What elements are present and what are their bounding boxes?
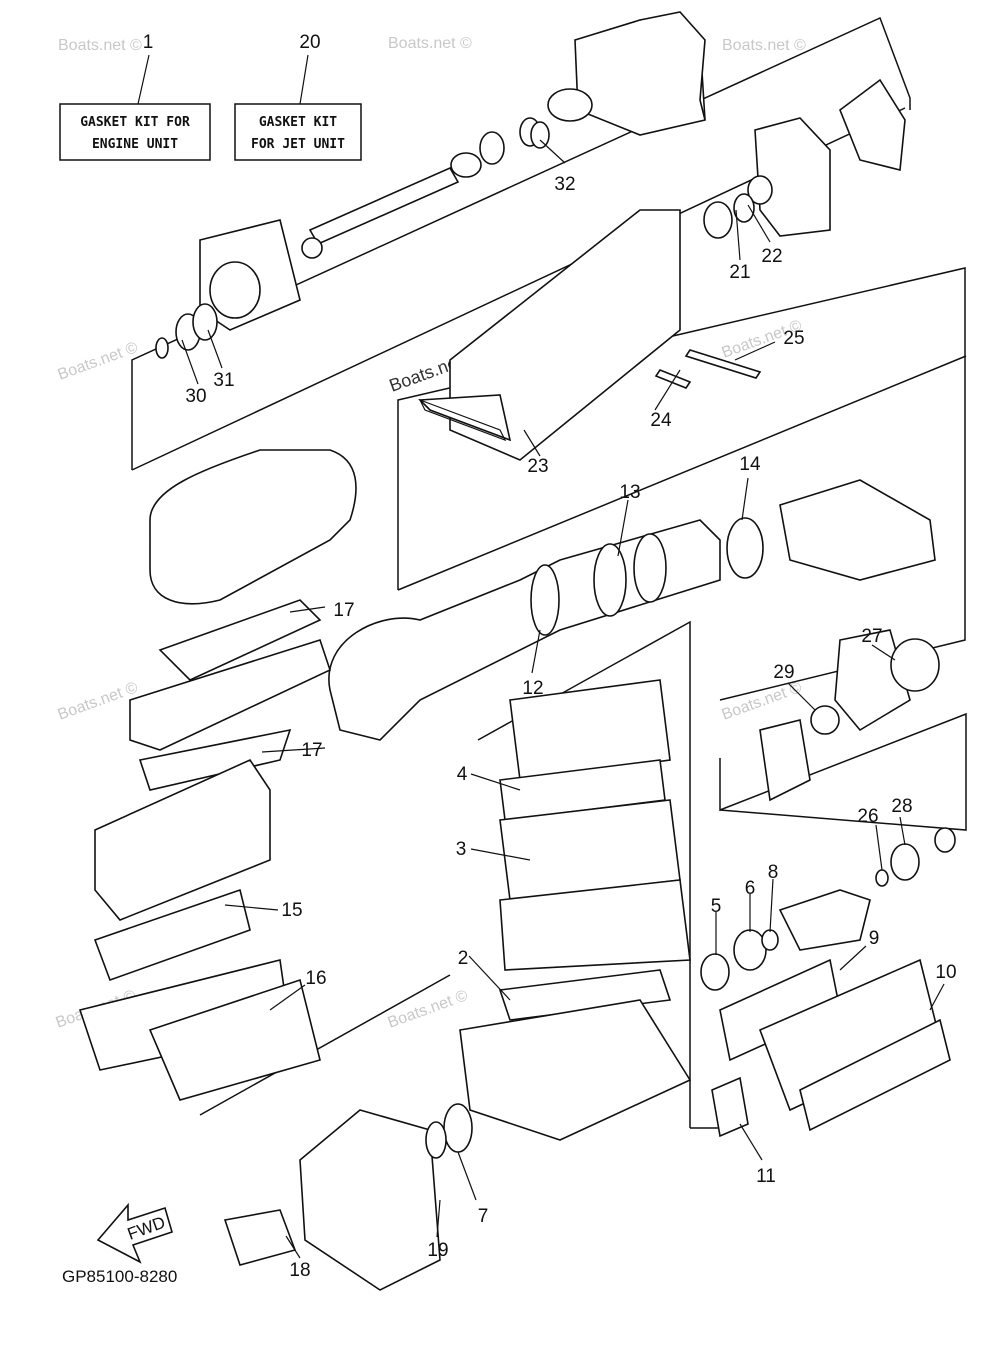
callout-8: 8 — [768, 862, 779, 883]
gasket-kit-jet-box: 20 GASKET KIT FOR JET UNIT — [234, 32, 362, 161]
callout-12: 12 — [522, 678, 543, 699]
callout-6: 6 — [745, 878, 756, 899]
callout-22: 22 — [761, 246, 782, 267]
callout-20: 20 — [299, 32, 320, 53]
callout-19: 19 — [427, 1240, 448, 1261]
forward-arrow: FWD — [96, 1202, 173, 1264]
watermark: Boats.net © — [56, 339, 141, 384]
callout-31: 31 — [213, 370, 234, 391]
callout-17b: 17 — [301, 740, 322, 761]
watermark: Boats.net © — [58, 37, 142, 54]
callout-29: 29 — [773, 662, 794, 683]
callout-30: 30 — [185, 386, 206, 407]
callout-11: 11 — [756, 1166, 776, 1187]
kit-engine-line2: ENGINE UNIT — [92, 137, 178, 152]
callout-14: 14 — [739, 454, 761, 475]
callout-21: 21 — [729, 262, 750, 283]
exhaust-manifold — [711, 958, 951, 1138]
callout-4: 4 — [457, 764, 468, 785]
leader-lines — [181, 139, 945, 1259]
engine-block — [459, 679, 692, 1141]
callout-25: 25 — [783, 328, 804, 349]
callout-3: 3 — [456, 839, 467, 860]
callout-26: 26 — [857, 806, 878, 827]
callout-28: 28 — [891, 796, 912, 817]
kit-engine-line1: GASKET KIT FOR — [80, 115, 190, 130]
flywheel-cover — [223, 1103, 473, 1291]
callout-9: 9 — [869, 928, 880, 949]
watermark: Boats.net © — [722, 37, 806, 54]
callout-numbers: 2 3 4 5 6 7 8 9 10 11 12 13 14 15 16 17 … — [185, 174, 956, 1281]
pump-cover — [759, 629, 940, 802]
intake-duct — [418, 209, 762, 461]
callout-2: 2 — [458, 948, 469, 969]
watermark: Boats.net © — [386, 987, 471, 1032]
kit-jet-line2: FOR JET UNIT — [251, 137, 345, 152]
intake-manifold — [78, 758, 321, 1101]
jet-pump-assembly — [155, 11, 906, 359]
callout-1: 1 — [143, 32, 154, 53]
watermark: Boats.net © — [56, 679, 141, 724]
callout-13: 13 — [619, 482, 640, 503]
callout-10: 10 — [935, 962, 956, 983]
exhaust-system — [328, 479, 936, 741]
watermark: Boats.net © — [720, 679, 805, 724]
callout-17a: 17 — [333, 600, 354, 621]
callout-15: 15 — [281, 900, 302, 921]
callout-7: 7 — [478, 1206, 489, 1227]
diagram-code: GP85100-8280 — [62, 1267, 177, 1286]
callout-27: 27 — [861, 626, 882, 647]
callout-5: 5 — [711, 896, 722, 917]
callout-23: 23 — [527, 456, 548, 477]
callout-16: 16 — [305, 968, 326, 989]
callout-18: 18 — [289, 1260, 310, 1281]
watermark: Boats.net © — [388, 35, 472, 52]
head-cover — [129, 449, 357, 791]
gasket-kit-engine-box: 1 GASKET KIT FOR ENGINE UNIT — [59, 32, 211, 161]
kit-jet-line1: GASKET KIT — [259, 115, 337, 130]
callout-32: 32 — [554, 174, 575, 195]
callout-24: 24 — [650, 410, 672, 431]
